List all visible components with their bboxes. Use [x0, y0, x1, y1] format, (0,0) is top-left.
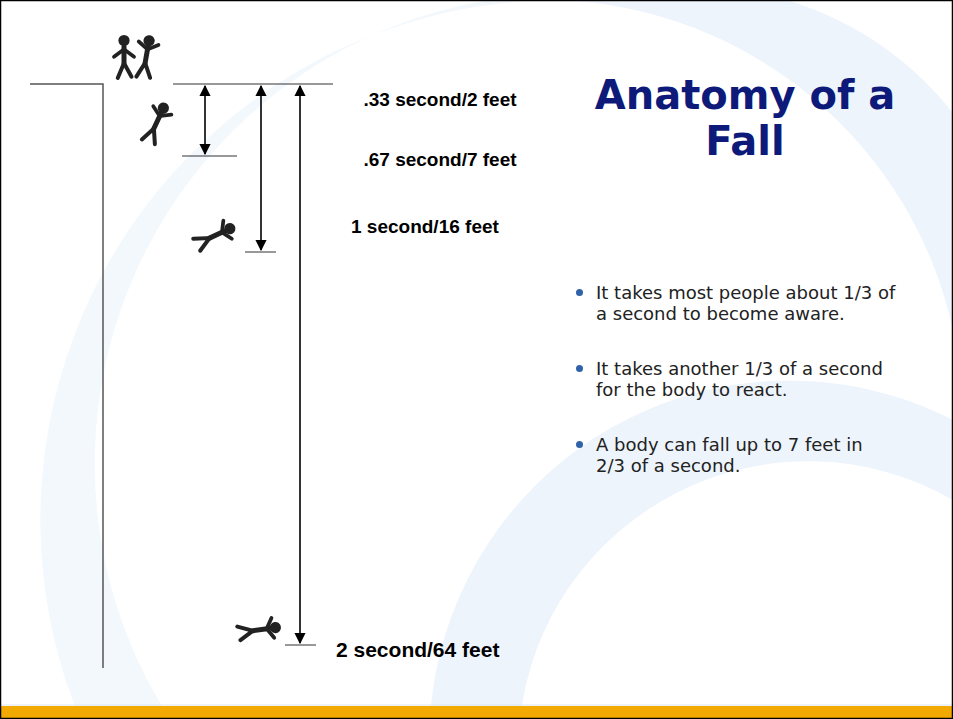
falling-figure — [133, 33, 160, 79]
fall-measure: .67 second/7 feet — [330, 148, 550, 171]
fall-measure: .33 second/2 feet — [350, 88, 530, 111]
reference-line — [182, 156, 237, 157]
falling-figure — [138, 99, 174, 147]
background-arc — [430, 381, 953, 719]
dimension-arrow — [260, 86, 262, 250]
cliff-edge — [30, 84, 103, 668]
fall-measure: 2 second/64 feet — [336, 638, 499, 661]
bullet-dot — [576, 365, 583, 372]
slide-title: Anatomy of a Fall — [585, 72, 905, 164]
bullet-dot — [576, 441, 583, 448]
bullet-note: It takes another 1/3 of a second for the… — [572, 358, 896, 400]
falling-figure — [192, 217, 240, 253]
dimension-arrow — [299, 86, 301, 643]
footer-rule — [0, 705, 953, 706]
reference-line — [285, 645, 316, 646]
bullet-dot — [576, 289, 583, 296]
dimension-arrow — [204, 86, 206, 154]
reference-line — [245, 252, 276, 253]
bullet-text: It takes most people about 1/3 of a seco… — [596, 282, 895, 324]
bullet-note: It takes most people about 1/3 of a seco… — [572, 282, 896, 324]
bullet-note: A body can fall up to 7 feet in 2/3 of a… — [572, 434, 896, 476]
bullet-text: A body can fall up to 7 feet in 2/3 of a… — [596, 434, 863, 476]
falling-figure — [237, 617, 282, 643]
footer-bar — [0, 706, 953, 719]
reference-line — [173, 84, 333, 85]
fall-measure: 1 second/16 feet — [343, 212, 507, 241]
falling-figure — [114, 35, 134, 78]
bullet-text: It takes another 1/3 of a second for the… — [596, 358, 883, 400]
background-arc — [40, 0, 640, 719]
